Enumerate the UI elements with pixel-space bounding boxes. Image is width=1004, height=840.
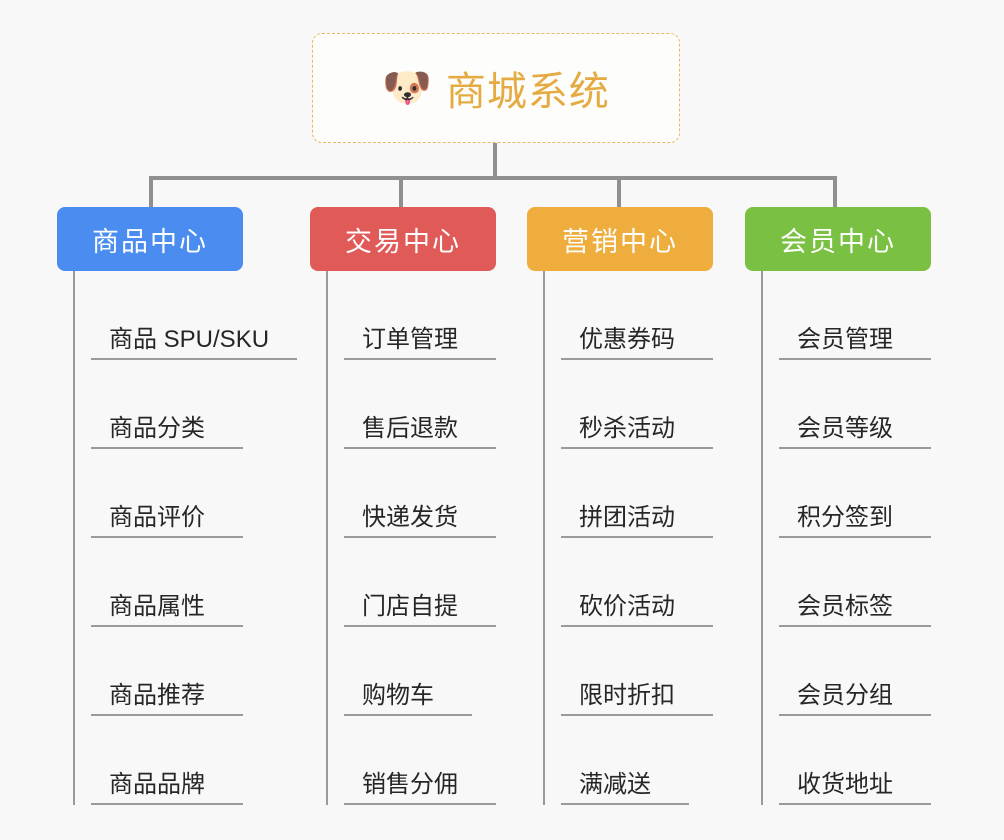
leaf-item[interactable]: 商品推荐 [91,627,287,716]
leaf-item-underline [561,536,713,538]
leaf-item-underline [344,358,496,360]
leaf-item[interactable]: 收货地址 [779,716,960,805]
leaf-item[interactable]: 商品属性 [91,538,287,627]
leaf-item[interactable]: 会员标签 [779,538,960,627]
leaf-item-label: 砍价活动 [579,592,675,620]
leaf-item[interactable]: 限时折扣 [561,627,742,716]
leaf-item-underline [561,714,713,716]
leaf-item[interactable]: 拼团活动 [561,449,742,538]
branch-column-4: 会员中心会员管理会员等级积分签到会员标签会员分组收货地址 [745,207,960,805]
category-header-trade-center[interactable]: 交易中心 [310,207,496,271]
leaf-item-underline [91,358,297,360]
root-title: 商城系统 [445,70,610,114]
category-header-product-center[interactable]: 商品中心 [57,207,243,271]
leaf-item-label: 门店自提 [362,592,458,620]
branch-column-1: 商品中心商品 SPU/SKU 商品分类商品评价商品属性商品推荐商品品牌 [57,207,297,805]
leaf-item-underline [91,447,243,449]
leaf-list-trade-center: 订单管理售后退款快递发货门店自提购物车销售分佣 [326,271,525,805]
leaf-item-underline [91,803,243,805]
leaf-item-label: 限时折扣 [579,681,675,709]
leaf-item-label: 商品推荐 [109,681,205,709]
leaf-item-underline [344,536,496,538]
leaf-item[interactable]: 商品评价 [91,449,287,538]
leaf-item-label: 销售分佣 [362,770,458,798]
leaf-item-label: 收货地址 [797,770,893,798]
leaf-item-label: 订单管理 [362,325,458,353]
root-node[interactable]: 🐶 商城系统 [312,33,680,143]
leaf-item-label: 会员等级 [797,414,893,442]
leaf-item[interactable]: 秒杀活动 [561,360,742,449]
leaf-item-underline [561,447,713,449]
leaf-item[interactable]: 商品分类 [91,360,287,449]
leaf-item-underline [561,625,713,627]
leaf-item-underline [91,625,243,627]
leaf-item-underline [91,536,243,538]
leaf-list-marketing-center: 优惠券码秒杀活动拼团活动砍价活动限时折扣满减送 [543,271,742,805]
leaf-item[interactable]: 售后退款 [344,360,525,449]
leaf-item-label: 会员分组 [797,681,893,709]
leaf-item-underline [779,447,931,449]
leaf-item-underline [561,803,689,805]
leaf-item[interactable]: 快递发货 [344,449,525,538]
leaf-item-label: 商品分类 [109,414,205,442]
leaf-item-underline [779,358,931,360]
leaf-item-underline [344,447,496,449]
leaf-item-label: 商品 SPU/SKU [109,325,270,353]
leaf-item-label: 满减送 [579,770,651,798]
leaf-item[interactable]: 积分签到 [779,449,960,538]
leaf-item-underline [779,625,931,627]
leaf-item-label: 售后退款 [362,414,458,442]
connector-drop-4 [833,176,837,208]
connector-trunk [149,176,835,180]
leaf-item-underline [91,714,243,716]
leaf-item-label: 会员管理 [797,325,893,353]
leaf-item[interactable]: 订单管理 [344,271,525,360]
leaf-item[interactable]: 购物车 [344,627,525,716]
leaf-item-underline [344,714,472,716]
leaf-item-label: 快递发货 [362,503,458,531]
leaf-item-underline [779,714,931,716]
leaf-item[interactable]: 优惠券码 [561,271,742,360]
connector-root-stem [493,143,497,178]
leaf-item-label: 积分签到 [797,503,893,531]
leaf-item-label: 优惠券码 [579,325,675,353]
leaf-item[interactable]: 满减送 [561,716,742,805]
leaf-list-product-center: 商品 SPU/SKU 商品分类商品评价商品属性商品推荐商品品牌 [73,271,297,805]
category-header-member-center[interactable]: 会员中心 [745,207,931,271]
leaf-item[interactable]: 销售分佣 [344,716,525,805]
leaf-item-label: 秒杀活动 [579,414,675,442]
leaf-item-underline [779,803,931,805]
connector-drop-2 [399,176,403,208]
leaf-item-underline [779,536,931,538]
connector-drop-1 [149,176,153,208]
leaf-item[interactable]: 商品 SPU/SKU [91,271,297,360]
leaf-item[interactable]: 商品品牌 [91,716,287,805]
branch-column-2: 交易中心订单管理售后退款快递发货门店自提购物车销售分佣 [310,207,525,805]
branch-column-3: 营销中心优惠券码秒杀活动拼团活动砍价活动限时折扣满减送 [527,207,742,805]
leaf-item-label: 拼团活动 [579,503,675,531]
leaf-item-label: 购物车 [362,681,434,709]
leaf-item-label: 商品品牌 [109,770,205,798]
category-header-marketing-center[interactable]: 营销中心 [527,207,713,271]
leaf-item-label: 商品属性 [109,592,205,620]
leaf-item-underline [344,803,496,805]
leaf-item-label: 会员标签 [797,592,893,620]
leaf-item[interactable]: 会员管理 [779,271,960,360]
leaf-item-label: 商品评价 [109,503,205,531]
leaf-item-underline [344,625,496,627]
dog-face-icon: 🐶 [382,66,432,110]
leaf-item[interactable]: 会员分组 [779,627,960,716]
leaf-item[interactable]: 会员等级 [779,360,960,449]
leaf-item[interactable]: 门店自提 [344,538,525,627]
leaf-item[interactable]: 砍价活动 [561,538,742,627]
connector-drop-3 [617,176,621,208]
leaf-list-member-center: 会员管理会员等级积分签到会员标签会员分组收货地址 [761,271,960,805]
leaf-item-underline [561,358,713,360]
